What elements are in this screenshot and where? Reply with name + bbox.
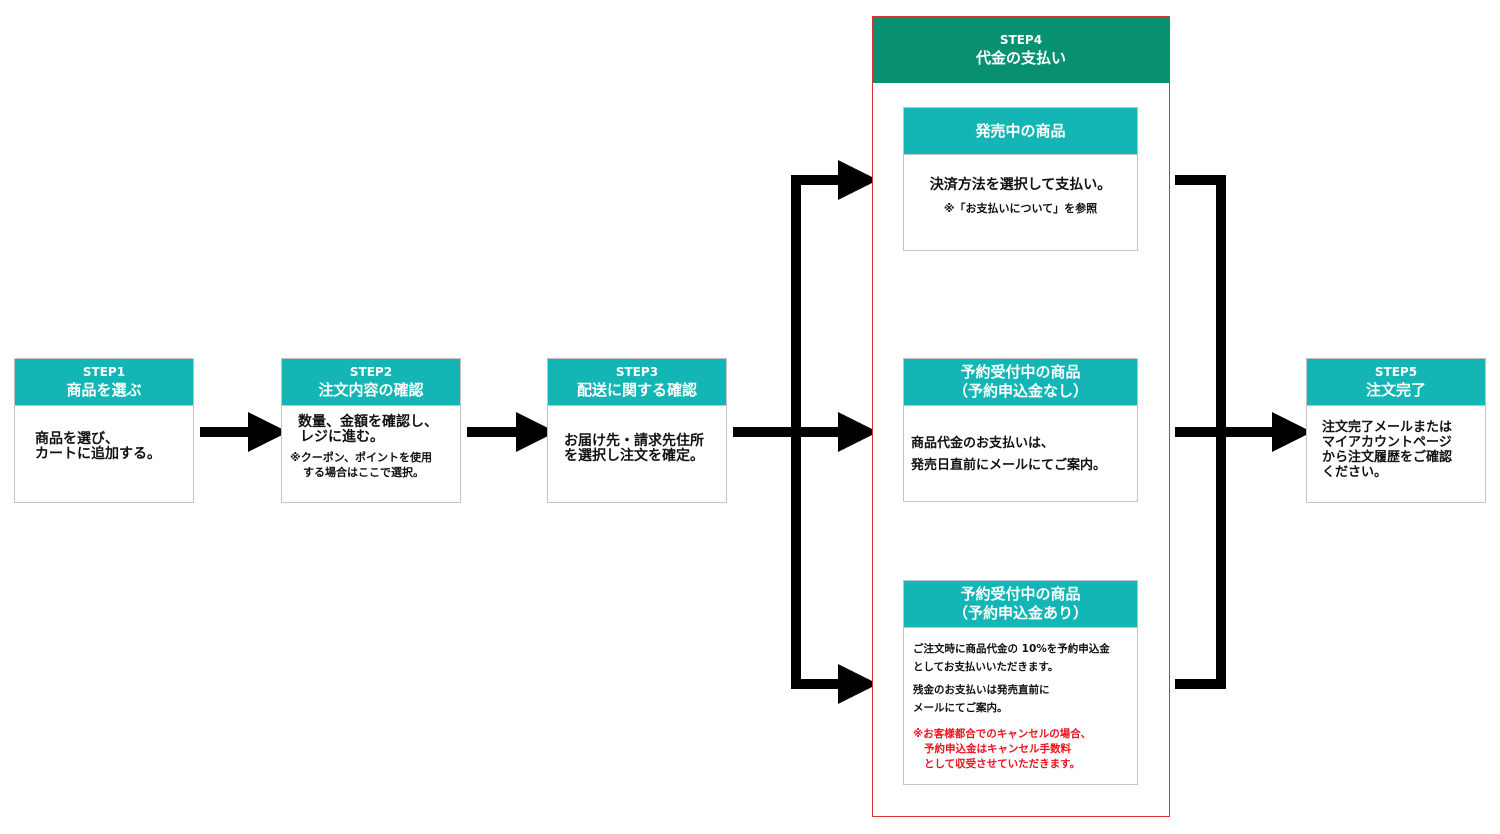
on-sale-box: 発売中の商品 決済方法を選択して支払い。 ※「お支払いについて」を参照 <box>903 107 1138 251</box>
preorder-deposit-subtitle: （予約申込金あり） <box>952 604 1088 622</box>
step1-header: STEP1 商品を選ぶ <box>15 359 193 406</box>
step2-body-line: レジに進む。 <box>300 429 384 445</box>
preorder-no-deposit-body-line: 商品代金のお支払いは、 <box>911 436 1055 451</box>
preorder-no-deposit-body-line: 発売日直前にメールにてご案内。 <box>911 458 1107 473</box>
step1-title: 商品を選ぶ <box>66 381 142 399</box>
preorder-no-deposit-header: 予約受付中の商品 （予約申込金なし） <box>904 359 1137 406</box>
step2-note-line: する場合はここで選択。 <box>303 466 424 479</box>
step3-label: STEP3 <box>615 365 659 379</box>
step5-body-line: マイアカウントページ <box>1322 435 1452 450</box>
on-sale-title: 発売中の商品 <box>975 122 1066 140</box>
step5-body-line: から注文履歴をご確認 <box>1322 450 1453 465</box>
step3-header: STEP3 配送に関する確認 <box>548 359 726 406</box>
preorder-deposit-box: 予約受付中の商品 （予約申込金あり） ご注文時に商品代金の 10%を予約申込金 … <box>903 580 1138 785</box>
step5-body-line: ください。 <box>1322 465 1388 480</box>
step3-body-line: を選択し注文を確定。 <box>564 448 704 464</box>
on-sale-body: 決済方法を選択して支払い。 ※「お支払いについて」を参照 <box>904 155 1137 216</box>
preorder-deposit-title: 予約受付中の商品 <box>960 585 1081 603</box>
preorder-deposit-header: 予約受付中の商品 （予約申込金あり） <box>904 581 1137 628</box>
step2-label: STEP2 <box>349 365 393 379</box>
step3-title: 配送に関する確認 <box>576 381 697 399</box>
step1-body-line: カートに追加する。 <box>35 446 161 462</box>
cancellation-warning-line: 予約申込金はキャンセル手数料 <box>924 743 1071 755</box>
preorder-deposit-body-line: ご注文時に商品代金の 10%を予約申込金 <box>913 643 1110 655</box>
preorder-deposit-body-line: としてお支払いいただきます。 <box>913 661 1059 673</box>
preorder-deposit-body-line: メールにてご案内。 <box>913 702 1008 714</box>
preorder-no-deposit-box: 予約受付中の商品 （予約申込金なし） 商品代金のお支払いは、 発売日直前にメール… <box>903 358 1138 502</box>
cancellation-warning-line: として収受させていただきます。 <box>924 758 1081 770</box>
step4-header: STEP4 代金の支払い <box>873 17 1169 83</box>
on-sale-body-text: 決済方法を選択して支払い。 <box>929 177 1112 193</box>
on-sale-header: 発売中の商品 <box>904 108 1137 155</box>
preorder-no-deposit-title: 予約受付中の商品 <box>960 363 1081 381</box>
step1-body: 商品を選び、 カートに追加する。 <box>15 406 193 462</box>
preorder-deposit-body-line: 残金のお支払いは発売直前に <box>913 684 1050 696</box>
step2-body: 数量、金額を確認し、 レジに進む。 ※クーポン、ポイントを使用 する場合はここで… <box>282 406 460 480</box>
step1-box: STEP1 商品を選ぶ 商品を選び、 カートに追加する。 <box>14 358 194 503</box>
step2-note-line: ※クーポン、ポイントを使用 <box>290 451 433 464</box>
step5-box: STEP5 注文完了 注文完了メールまたは マイアカウントページ から注文履歴を… <box>1306 358 1486 503</box>
on-sale-note: ※「お支払いについて」を参照 <box>943 202 1098 215</box>
step5-header: STEP5 注文完了 <box>1307 359 1485 406</box>
step2-title: 注文内容の確認 <box>318 381 424 399</box>
step2-body-line: 数量、金額を確認し、 <box>298 414 438 430</box>
step1-body-line: 商品を選び、 <box>35 431 119 447</box>
step3-box: STEP3 配送に関する確認 お届け先・請求先住所 を選択し注文を確定。 <box>547 358 727 503</box>
step4-title: 代金の支払い <box>975 49 1066 67</box>
preorder-deposit-body: ご注文時に商品代金の 10%を予約申込金 としてお支払いいただきます。 残金のお… <box>904 628 1137 772</box>
step5-body: 注文完了メールまたは マイアカウントページ から注文履歴をご確認 ください。 <box>1307 406 1485 480</box>
step3-body-line: お届け先・請求先住所 <box>564 433 704 449</box>
step2-box: STEP2 注文内容の確認 数量、金額を確認し、 レジに進む。 ※クーポン、ポイ… <box>281 358 461 503</box>
step5-body-line: 注文完了メールまたは <box>1322 420 1453 435</box>
cancellation-warning-line: ※お客様都合でのキャンセルの場合、 <box>913 728 1092 740</box>
step3-body: お届け先・請求先住所 を選択し注文を確定。 <box>548 406 726 464</box>
step4-label: STEP4 <box>999 33 1043 47</box>
step5-title: 注文完了 <box>1365 381 1426 399</box>
step5-label: STEP5 <box>1374 365 1418 379</box>
step2-header: STEP2 注文内容の確認 <box>282 359 460 406</box>
preorder-no-deposit-subtitle: （予約申込金なし） <box>952 382 1088 400</box>
preorder-no-deposit-body: 商品代金のお支払いは、 発売日直前にメールにてご案内。 <box>904 406 1137 477</box>
step1-label: STEP1 <box>82 365 126 379</box>
